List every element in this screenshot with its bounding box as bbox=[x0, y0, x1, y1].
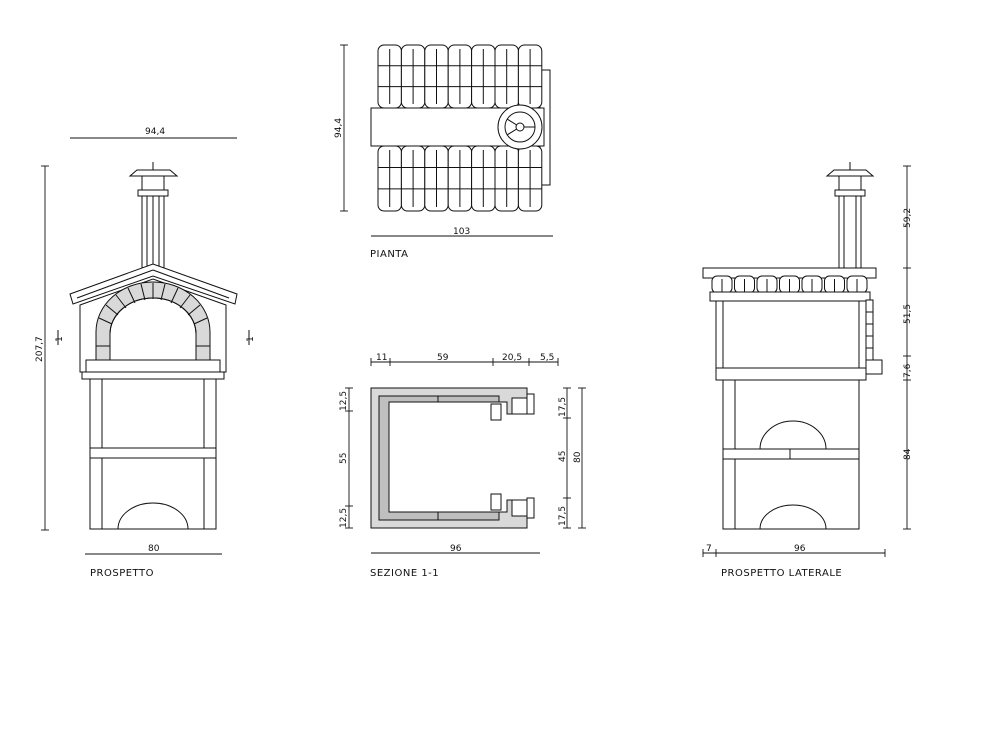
side-view-label: PROSPETTO LATERALE bbox=[721, 568, 842, 579]
plan-depth-dim: 94,4 bbox=[334, 118, 344, 138]
side-height-dim-3: 7,6 bbox=[903, 363, 913, 378]
section-left-dim-3: 12,5 bbox=[339, 508, 349, 528]
section-right-dim-2: 45 bbox=[558, 451, 568, 462]
side-bottom-dim-1: 7 bbox=[706, 544, 712, 554]
front-top-width-dim: 94,4 bbox=[145, 127, 165, 137]
section-view-label: SEZIONE 1-1 bbox=[370, 568, 439, 579]
section-top-dim-3: 20,5 bbox=[502, 353, 522, 363]
side-elevation-view: 59,2 51,5 7,6 84 7 96 PROSPETTO LATERALE bbox=[702, 162, 913, 579]
plan-view-label: PIANTA bbox=[370, 249, 408, 260]
section-top-dim-4: 5,5 bbox=[540, 353, 554, 363]
section-view: 11 59 20,5 5,5 12,5 55 12,5 17,5 45 17,5 bbox=[339, 353, 586, 579]
section-mark-left: 1 bbox=[55, 336, 65, 342]
section-right-dim-3: 17,5 bbox=[558, 506, 568, 526]
section-left-dim-2: 55 bbox=[339, 453, 349, 464]
section-left-dim-1: 12,5 bbox=[339, 391, 349, 411]
plan-view: 94,4 103 PIANTA bbox=[334, 44, 553, 260]
front-elevation-view: 94,4 207,7 1 1 bbox=[35, 127, 256, 579]
front-height-dim: 207,7 bbox=[35, 336, 45, 362]
side-bottom-dim-2: 96 bbox=[794, 544, 806, 554]
section-top-dim-1: 11 bbox=[376, 353, 387, 363]
plan-width-dim: 103 bbox=[453, 227, 470, 237]
side-height-dim-2: 51,5 bbox=[903, 304, 913, 324]
front-view-label: PROSPETTO bbox=[90, 568, 154, 579]
section-mark-right: 1 bbox=[246, 336, 256, 342]
section-bottom-dim: 96 bbox=[450, 544, 462, 554]
section-top-dim-2: 59 bbox=[437, 353, 449, 363]
front-base-width-dim: 80 bbox=[148, 544, 160, 554]
section-right-total-dim: 80 bbox=[573, 451, 583, 463]
side-height-dim-1: 59,2 bbox=[903, 208, 913, 228]
section-right-dim-1: 17,5 bbox=[558, 397, 568, 417]
side-height-dim-4: 84 bbox=[903, 448, 913, 460]
